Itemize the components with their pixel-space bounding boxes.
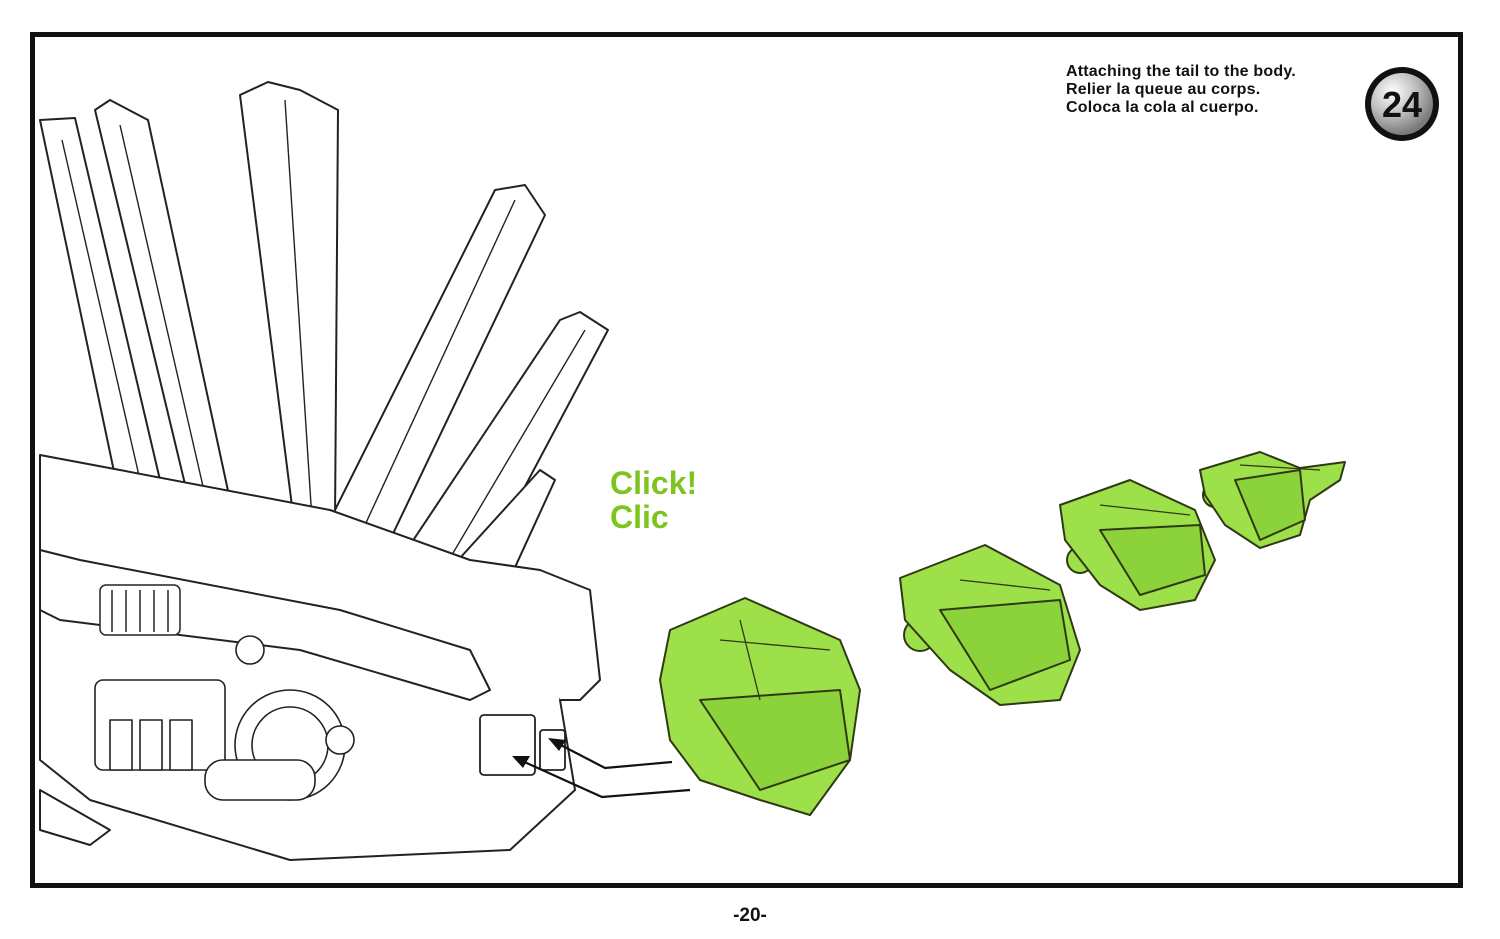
insertion-arrows — [512, 738, 691, 799]
instruction-line-french: Relier la queue au corps. — [1066, 81, 1261, 98]
arrowhead-upper — [548, 738, 566, 751]
spike — [94, 99, 231, 506]
click-sound-label: Click! Clic — [610, 466, 697, 534]
step-number-badge: 24 — [1365, 67, 1439, 141]
spike — [239, 81, 339, 531]
page-number: -20- — [733, 905, 767, 926]
tail-assembly — [659, 451, 1346, 816]
arrow-upper — [554, 741, 673, 770]
arrowhead-lower — [512, 756, 530, 768]
instruction-line-spanish: Coloca la cola al cuerpo. — [1066, 99, 1259, 116]
click-label-english: Click! — [610, 465, 698, 501]
instruction-text: Attaching the tail to the body. Relier l… — [1066, 63, 1346, 117]
vent — [99, 584, 181, 636]
click-label-french: Clic — [610, 499, 669, 535]
rear-plate — [539, 569, 601, 701]
instruction-line-english: Attaching the tail to the body. — [1066, 63, 1296, 80]
lower-mechanism — [94, 635, 355, 801]
base-fin — [39, 789, 111, 846]
step-number: 24 — [1382, 84, 1422, 125]
arrow-lower — [519, 758, 691, 799]
zoid-body-drawing — [39, 81, 609, 861]
